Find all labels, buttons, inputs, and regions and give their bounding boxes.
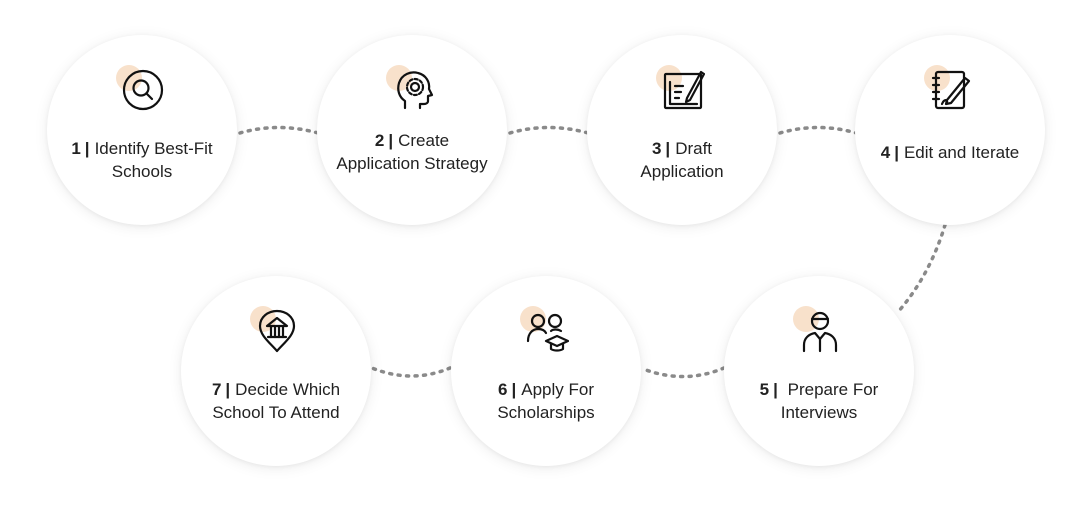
- notebook-pen-icon: [924, 63, 974, 113]
- step-number: 3: [651, 139, 662, 158]
- head-gear-icon: [386, 63, 436, 113]
- connector-4-5: [896, 223, 947, 314]
- step-number: 6: [498, 380, 508, 399]
- step-number: 5: [759, 380, 770, 399]
- step-title-line2: Scholarships: [497, 403, 595, 422]
- step-title-line2: School To Attend: [212, 403, 340, 422]
- connector-2-3: [508, 125, 590, 135]
- step-title-line2: Schools: [111, 162, 173, 181]
- step-title-line1: Identify Best-Fit: [94, 139, 213, 158]
- step-number: 2: [374, 131, 385, 150]
- step-title-line1: Edit and Iterate: [903, 143, 1020, 162]
- connector-3-4: [778, 125, 858, 135]
- step-title-line2: Application Strategy: [336, 154, 488, 173]
- connector-1-2: [238, 125, 320, 135]
- step-number: 7: [211, 380, 222, 399]
- search-icon: [116, 63, 166, 113]
- step-title-line1: Decide Which: [235, 380, 341, 399]
- step-number: 4: [880, 143, 891, 162]
- interviewee-icon: [793, 304, 843, 354]
- step-title-line2: Interviews: [780, 403, 858, 422]
- step-title-line1: Create: [398, 131, 450, 150]
- draft-document-icon: [656, 63, 706, 113]
- step-title-line1: Prepare For: [782, 380, 879, 399]
- students-graduation-icon: [520, 304, 570, 354]
- connector-6-7: [370, 366, 452, 378]
- step-title-line1: Draft: [675, 139, 713, 158]
- school-location-pin-icon: [250, 304, 300, 354]
- step-title-line1: Apply For: [521, 380, 594, 399]
- step-label: 4|Edit and Iterate: [880, 143, 1020, 162]
- step-title-line2: Application: [640, 162, 724, 181]
- connector-5-6: [644, 366, 726, 379]
- step-number: 1: [71, 139, 81, 158]
- step-4: 4|Edit and Iterate: [855, 35, 1045, 225]
